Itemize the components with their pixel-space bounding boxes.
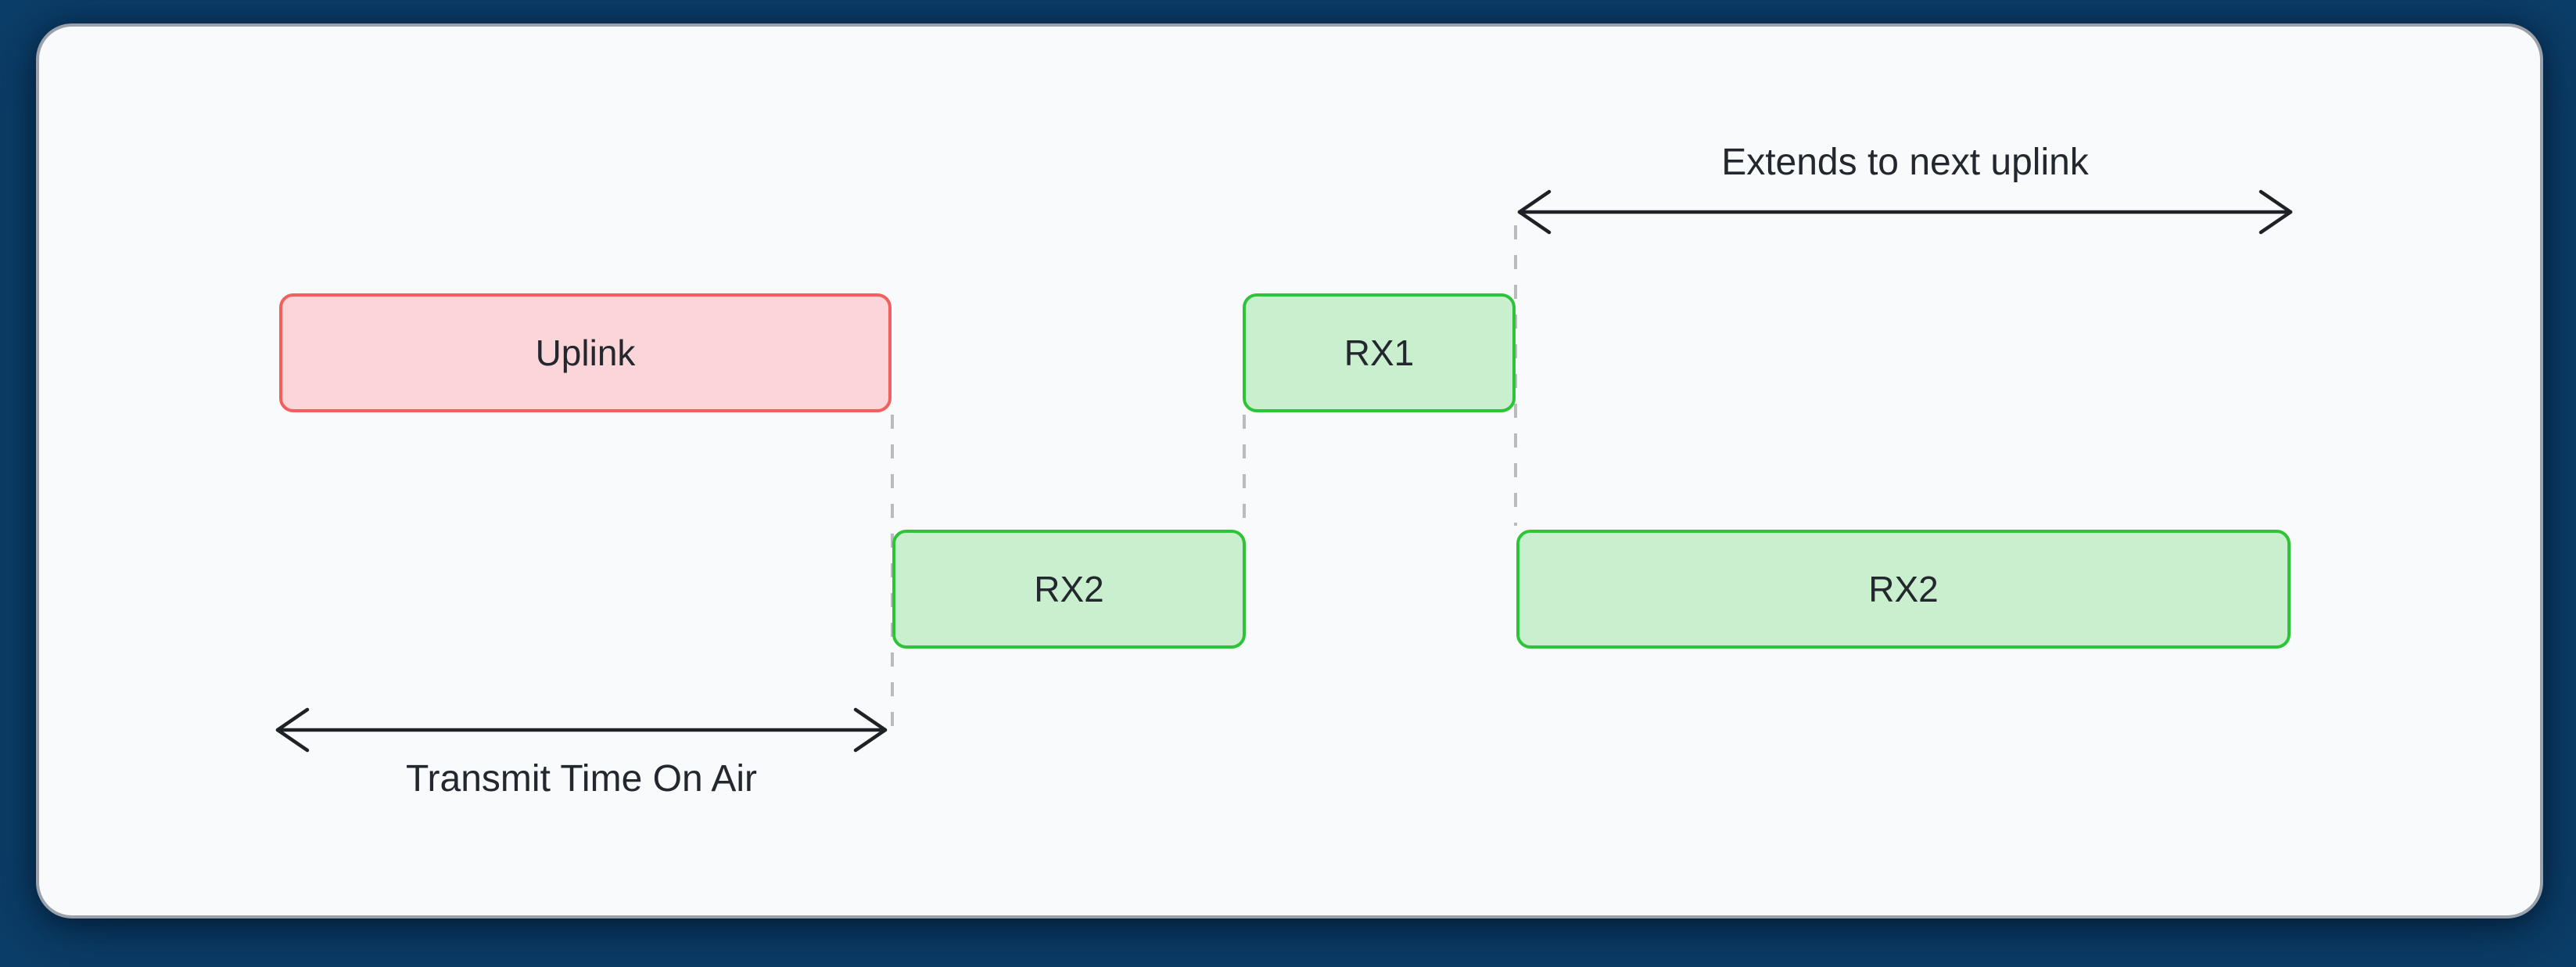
diagram-card xyxy=(36,23,2543,918)
extends-to-next-uplink-label: Extends to next uplink xyxy=(1721,142,2089,183)
rx1-box: RX1 xyxy=(1243,293,1516,412)
transmit-time-on-air-label: Transmit Time On Air xyxy=(406,758,757,800)
rx1-label: RX1 xyxy=(1344,333,1415,373)
rx2-second-window-box: RX2 xyxy=(1516,530,2291,649)
rx2-first-label: RX2 xyxy=(1034,569,1104,609)
rx2-second-label: RX2 xyxy=(1868,569,1939,609)
uplink-box: Uplink xyxy=(279,293,892,412)
uplink-label: Uplink xyxy=(535,333,636,373)
rx2-first-window-box: RX2 xyxy=(892,530,1246,649)
